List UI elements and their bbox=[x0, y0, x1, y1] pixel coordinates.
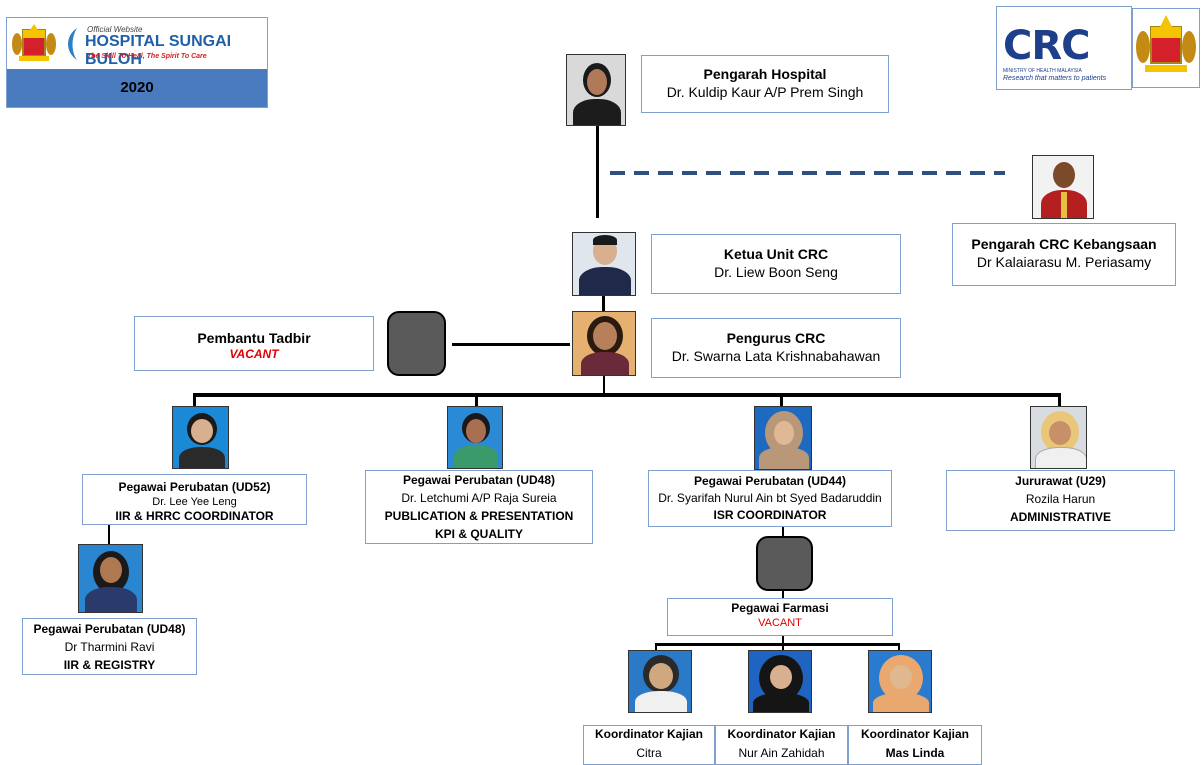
coordinator-2-photo bbox=[748, 650, 812, 713]
admin-assistant-box: Pembantu Tadbir VACANT bbox=[134, 316, 374, 371]
crc-ministry: MINISTRY OF HEALTH MALAYSIA bbox=[1003, 68, 1082, 74]
connector-head-manager bbox=[602, 296, 605, 312]
officer-2-title: Pegawai Perubatan (UD48) bbox=[402, 473, 556, 487]
year-label: 2020 bbox=[120, 79, 154, 96]
officer-2-role2: KPI & QUALITY bbox=[434, 527, 523, 541]
head-unit-title: Ketua Unit CRC bbox=[723, 246, 829, 262]
officer-3-title: Pegawai Perubatan (UD44) bbox=[693, 474, 847, 488]
coordinator-2-box: Koordinator Kajian Nur Ain Zahidah bbox=[715, 725, 848, 765]
coord-horizontal-bar bbox=[655, 643, 900, 646]
officer-2-role: PUBLICATION & PRESENTATION bbox=[384, 509, 574, 523]
officer-4-photo bbox=[1030, 406, 1087, 469]
crc-logo-block: CRC MINISTRY OF HEALTH MALAYSIA Research… bbox=[996, 6, 1132, 90]
officer-4-title: Jururawat (U29) bbox=[1015, 474, 1106, 488]
officer-1-box: Pegawai Perubatan (UD52) Dr. Lee Yee Len… bbox=[82, 474, 307, 525]
officer-1-photo bbox=[172, 406, 229, 469]
coordinator-2-name: Nur Ain Zahidah bbox=[738, 746, 825, 760]
pharmacist-status: VACANT bbox=[758, 617, 802, 629]
officer-4-box: Jururawat (U29) Rozila Harun ADMINISTRAT… bbox=[946, 470, 1175, 531]
coordinator-3-name: Mas Linda bbox=[885, 746, 945, 760]
manager-box: Pengurus CRC Dr. Swarna Lata Krishnabaha… bbox=[651, 318, 901, 378]
officer-1-name: Dr. Lee Yee Leng bbox=[152, 496, 237, 508]
drop-officer-2 bbox=[475, 393, 478, 407]
coordinator-1-box: Koordinator Kajian Citra bbox=[583, 725, 715, 765]
drop-coord-2 bbox=[782, 643, 784, 651]
admin-assistant-title: Pembantu Tadbir bbox=[197, 330, 311, 346]
coordinator-1-title: Koordinator Kajian bbox=[594, 727, 703, 741]
drop-officer-3 bbox=[780, 393, 783, 407]
officer-3-box: Pegawai Perubatan (UD44) Dr. Syarifah Nu… bbox=[648, 470, 892, 527]
connector-officer1-sub bbox=[108, 525, 110, 545]
sub-officer-box: Pegawai Perubatan (UD48) Dr Tharmini Rav… bbox=[22, 618, 197, 675]
year-band: 2020 bbox=[7, 69, 267, 107]
officer-4-name: Rozila Harun bbox=[1025, 492, 1096, 506]
hospital-tagline: The Skill To Heal, The Spirit To Care bbox=[87, 53, 207, 60]
director-photo bbox=[566, 54, 626, 126]
official-website-label: Official Website bbox=[87, 25, 143, 34]
coordinator-3-title: Koordinator Kajian bbox=[860, 727, 969, 741]
officer-1-title: Pegawai Perubatan (UD52) bbox=[118, 480, 271, 494]
pharmacist-placeholder-photo bbox=[756, 536, 813, 591]
manager-name: Dr. Swarna Lata Krishnabahawan bbox=[671, 348, 881, 364]
sub-officer-role: IIR & REGISTRY bbox=[63, 658, 156, 672]
head-unit-name: Dr. Liew Boon Seng bbox=[714, 264, 838, 280]
coordinator-3-photo bbox=[868, 650, 932, 713]
pharmacist-title: Pegawai Farmasi bbox=[731, 601, 829, 615]
crc-tagline: Research that matters to patients bbox=[1003, 75, 1107, 82]
connector-pharm-coord bbox=[782, 636, 784, 644]
director-title: Pengarah Hospital bbox=[703, 66, 827, 82]
hospital-name: HOSPITAL SUNGAI BULOH bbox=[85, 33, 232, 68]
coordinator-3-box: Koordinator Kajian Mas Linda bbox=[848, 725, 982, 765]
connector-director-down bbox=[596, 126, 599, 218]
officer-2-box: Pegawai Perubatan (UD48) Dr. Letchumi A/… bbox=[365, 470, 593, 544]
officer-3-role: ISR COORDINATOR bbox=[713, 508, 827, 522]
coordinator-1-photo bbox=[628, 650, 692, 713]
sub-officer-title: Pegawai Perubatan (UD48) bbox=[33, 622, 186, 636]
pharmacist-box: Pegawai Farmasi VACANT bbox=[667, 598, 893, 636]
officer-2-photo bbox=[447, 406, 503, 469]
malaysia-crest-icon bbox=[11, 24, 57, 64]
admin-placeholder-photo bbox=[387, 311, 446, 376]
coordinator-2-title: Koordinator Kajian bbox=[727, 727, 836, 741]
connector-admin bbox=[452, 343, 570, 346]
connector-pharm-up bbox=[782, 527, 784, 537]
connector-manager-down bbox=[603, 376, 605, 394]
hospital-swoosh-icon bbox=[63, 26, 83, 62]
main-horizontal-bar bbox=[193, 393, 1061, 397]
drop-coord-3 bbox=[898, 643, 900, 651]
admin-assistant-status: VACANT bbox=[229, 347, 279, 361]
dashed-connector-national bbox=[610, 171, 1005, 175]
drop-officer-1 bbox=[193, 393, 196, 407]
head-unit-box: Ketua Unit CRC Dr. Liew Boon Seng bbox=[651, 234, 901, 294]
malaysia-crest-right-icon bbox=[1132, 8, 1200, 88]
officer-1-role: IIR & HRRC COORDINATOR bbox=[115, 509, 274, 523]
officer-3-photo bbox=[754, 406, 812, 470]
drop-officer-4 bbox=[1058, 393, 1061, 407]
director-box: Pengarah Hospital Dr. Kuldip Kaur A/P Pr… bbox=[641, 55, 889, 113]
national-director-title: Pengarah CRC Kebangsaan bbox=[971, 236, 1157, 252]
officer-3-name: Dr. Syarifah Nurul Ain bt Syed Badaruddi… bbox=[658, 491, 882, 505]
hospital-logo-block: Official Website HOSPITAL SUNGAI BULOH T… bbox=[6, 17, 268, 108]
coordinator-1-name: Citra bbox=[636, 746, 662, 760]
drop-coord-1 bbox=[655, 643, 657, 651]
national-director-box: Pengarah CRC Kebangsaan Dr Kalaiarasu M.… bbox=[952, 223, 1176, 286]
officer-2-name: Dr. Letchumi A/P Raja Sureia bbox=[401, 491, 557, 505]
sub-officer-photo bbox=[78, 544, 143, 613]
manager-title: Pengurus CRC bbox=[726, 330, 826, 346]
sub-officer-name: Dr Tharmini Ravi bbox=[64, 640, 155, 654]
officer-4-role: ADMINISTRATIVE bbox=[1009, 510, 1112, 524]
head-unit-photo bbox=[572, 232, 636, 296]
national-director-photo bbox=[1032, 155, 1094, 219]
connector-pharm-down bbox=[782, 590, 784, 600]
national-director-name: Dr Kalaiarasu M. Periasamy bbox=[976, 254, 1152, 270]
manager-photo bbox=[572, 311, 636, 376]
crc-logo: CRC bbox=[1003, 23, 1091, 69]
director-name: Dr. Kuldip Kaur A/P Prem Singh bbox=[666, 84, 864, 100]
